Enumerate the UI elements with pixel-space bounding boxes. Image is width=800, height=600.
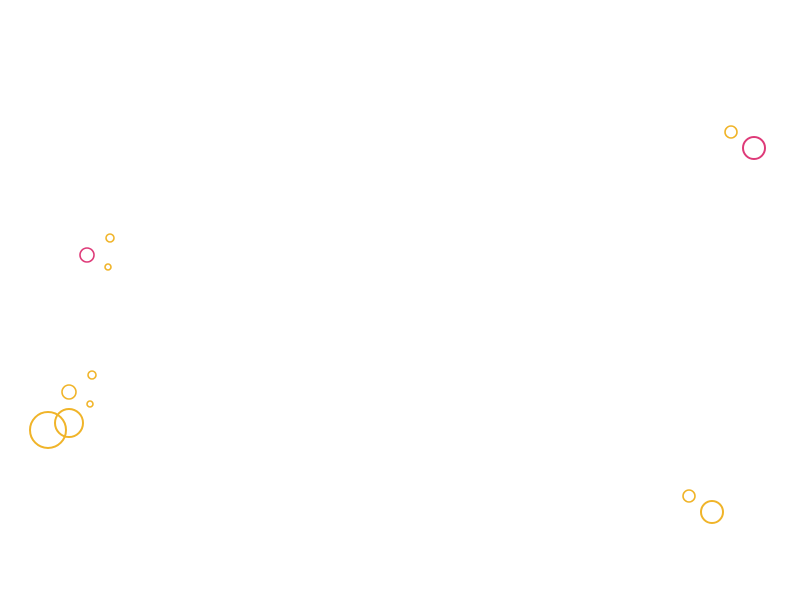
bubble-outline xyxy=(742,136,766,160)
bubble-group-bottom-right xyxy=(682,489,724,524)
bubble-outline xyxy=(79,247,95,263)
bubble-outline xyxy=(105,233,115,243)
bubble-outline xyxy=(86,400,94,408)
bubble-group-upper-left xyxy=(79,233,115,271)
bubble-outline xyxy=(700,500,724,524)
bubble-outline xyxy=(61,384,77,400)
bubble-outline xyxy=(104,263,112,271)
bubble-outline xyxy=(87,370,97,380)
bubble-group-lower-left xyxy=(29,370,97,449)
bubble-group-top-right xyxy=(724,125,766,160)
bubble-outline xyxy=(724,125,738,139)
bubble-outline xyxy=(682,489,696,503)
bubble-outline xyxy=(29,411,67,449)
bubble-outline xyxy=(54,408,84,438)
